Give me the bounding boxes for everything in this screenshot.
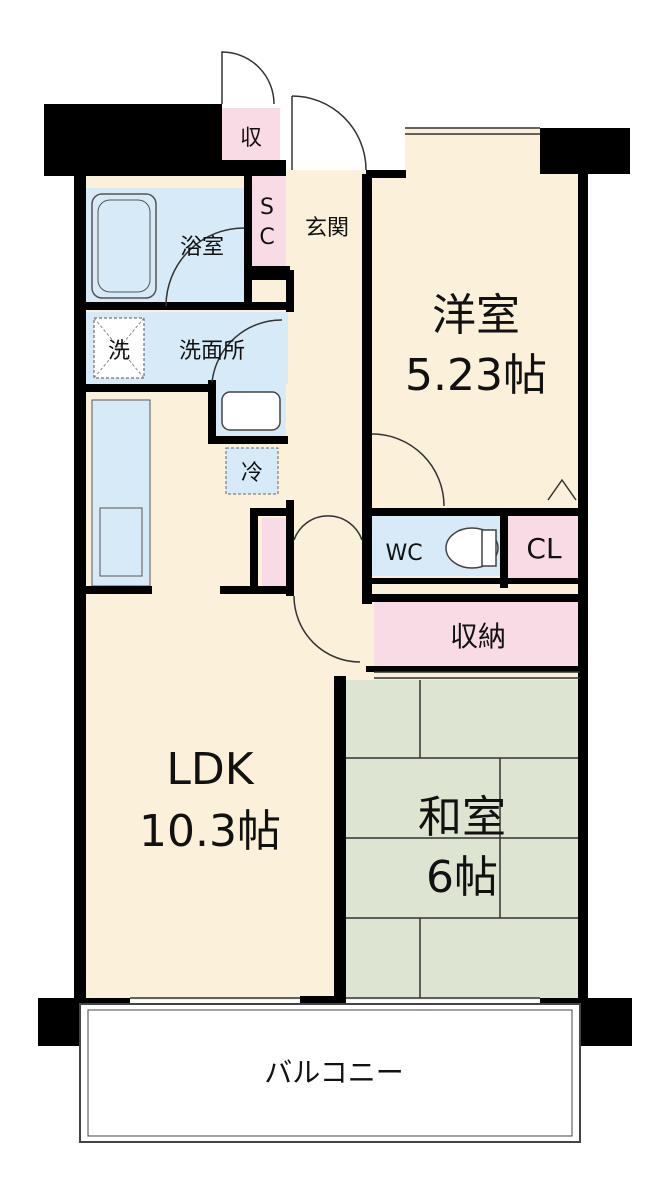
ldk-name: LDK	[166, 744, 254, 795]
basin	[221, 391, 281, 431]
fridge-label: 冷	[241, 461, 263, 486]
storage-top-floor	[222, 108, 280, 166]
sc-label-s: S	[260, 195, 274, 220]
toilet-tank	[481, 529, 497, 567]
balcony	[79, 1003, 581, 1143]
storage-top-label: 収	[240, 126, 262, 151]
washer-label: 洗	[108, 339, 130, 364]
japanese-room-name: 和室	[418, 792, 506, 843]
tatami-floor	[344, 680, 582, 998]
bathtub-inner	[97, 199, 151, 293]
tatami-mat-lines	[344, 680, 580, 998]
japanese-room-size: 6帖	[426, 852, 498, 903]
storage-floor	[374, 602, 580, 668]
sc-floor	[248, 176, 286, 268]
washer-x1	[93, 317, 145, 379]
western-room-size: 5.23帖	[405, 350, 547, 401]
washer-x2	[93, 317, 145, 379]
washroom-label: 洗面所	[179, 339, 245, 364]
western-bay-floor	[405, 128, 541, 173]
door-swings	[165, 51, 577, 663]
balcony-label: バルコニー	[264, 1056, 403, 1089]
bath-label: 浴室	[180, 235, 224, 260]
kitchen-counter	[91, 399, 151, 587]
ldk-size: 10.3帖	[139, 806, 281, 857]
walls	[38, 104, 632, 1046]
fridge-space	[225, 447, 279, 495]
bathtub	[91, 193, 157, 299]
sc-label-c: C	[259, 225, 274, 250]
storage-label: 収納	[450, 620, 506, 653]
closet-label: CL	[526, 532, 562, 565]
pantry-floor	[262, 518, 288, 586]
wc-label: WC	[385, 541, 422, 566]
entrance-label: 玄関	[305, 216, 349, 241]
western-room-name: 洋室	[432, 290, 520, 341]
closet-floor	[506, 516, 580, 578]
balcony-inner	[87, 1009, 573, 1137]
kitchen-sink	[99, 507, 143, 577]
entrance-floor	[287, 174, 367, 270]
